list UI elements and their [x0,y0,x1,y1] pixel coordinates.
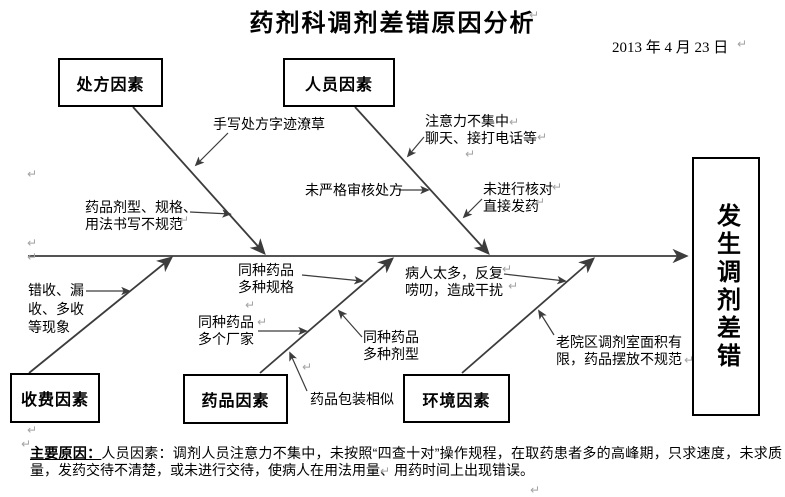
annotation-same-drug-forms: 同种药品 多种剂型 [363,329,419,362]
category-box-drug: 药品因素 [183,374,288,424]
branch-charging [28,256,174,374]
arrow-dosage [189,209,232,218]
category-label: 处方因素 [76,76,145,94]
category-label: 人员因素 [304,76,373,94]
arrow-no-check [462,198,483,219]
arrow-limited-room [538,309,555,336]
category-box-charging: 收费因素 [10,373,100,423]
annotation-limited-room: 老院区调剂室面积有 限，药品摆放不规范 [556,334,682,367]
annotation-charge-errors: 错收、漏 收、多收 等现象 [28,282,84,335]
annotation-review: 未严格审核处方 [305,182,403,198]
arrow-attention [406,136,425,158]
main-cause-text: 人员因素：调剂人员注意力不集中，未按照“四查十对”操作规程，在取药患者多的高峰期… [30,445,782,478]
arrow-too-many-patients [503,273,567,285]
annotation-no-check: 未进行核对 直接发药 [483,181,553,214]
category-box-environment: 环境因素 [403,374,510,423]
diagram-title: 药剂科调剂差错原因分析 [249,10,536,37]
category-box-prescription: 处方因素 [58,58,163,107]
branch-environment [461,257,596,374]
branch-prescription [132,106,266,256]
annotation-same-drug-makers: 同种药品 多个厂家 [198,314,254,347]
annotation-too-many-patients: 病人太多，反复 唠叨，造成干扰 [405,265,503,298]
arrow-same-drug-specs [301,274,364,285]
effect-label: 发生调剂差错 [712,202,739,371]
category-box-personnel: 人员因素 [283,58,395,107]
branch-personnel [354,106,490,255]
annotation-dosage: 药品剂型、规格、 用法书写不规范 [85,199,197,232]
arrow-package-similar [289,351,308,392]
main-cause-label: 主要原因： [30,445,102,461]
annotation-package-similar: 药品包装相似 [310,391,394,407]
arrow-same-drug-forms [337,309,363,338]
date-label: 2013 年 4 月 23 日 [612,40,729,56]
main-cause-summary: 主要原因：人员因素：调剂人员注意力不集中，未按照“四查十对”操作规程，在取药患者… [30,445,782,479]
category-label: 收费因素 [20,392,89,409]
category-label: 环境因素 [422,392,491,410]
branch-drug [259,257,395,374]
annotation-handwriting: 手写处方字迹潦草 [213,116,325,132]
annotation-attention: 注意力不集中 聊天、接打电话等 [425,113,537,146]
effect-box: 发生调剂差错 [692,157,760,416]
arrow-handwriting [194,132,229,167]
category-label: 药品因素 [201,393,270,410]
annotation-same-drug-specs: 同种药品 多种规格 [238,262,294,295]
